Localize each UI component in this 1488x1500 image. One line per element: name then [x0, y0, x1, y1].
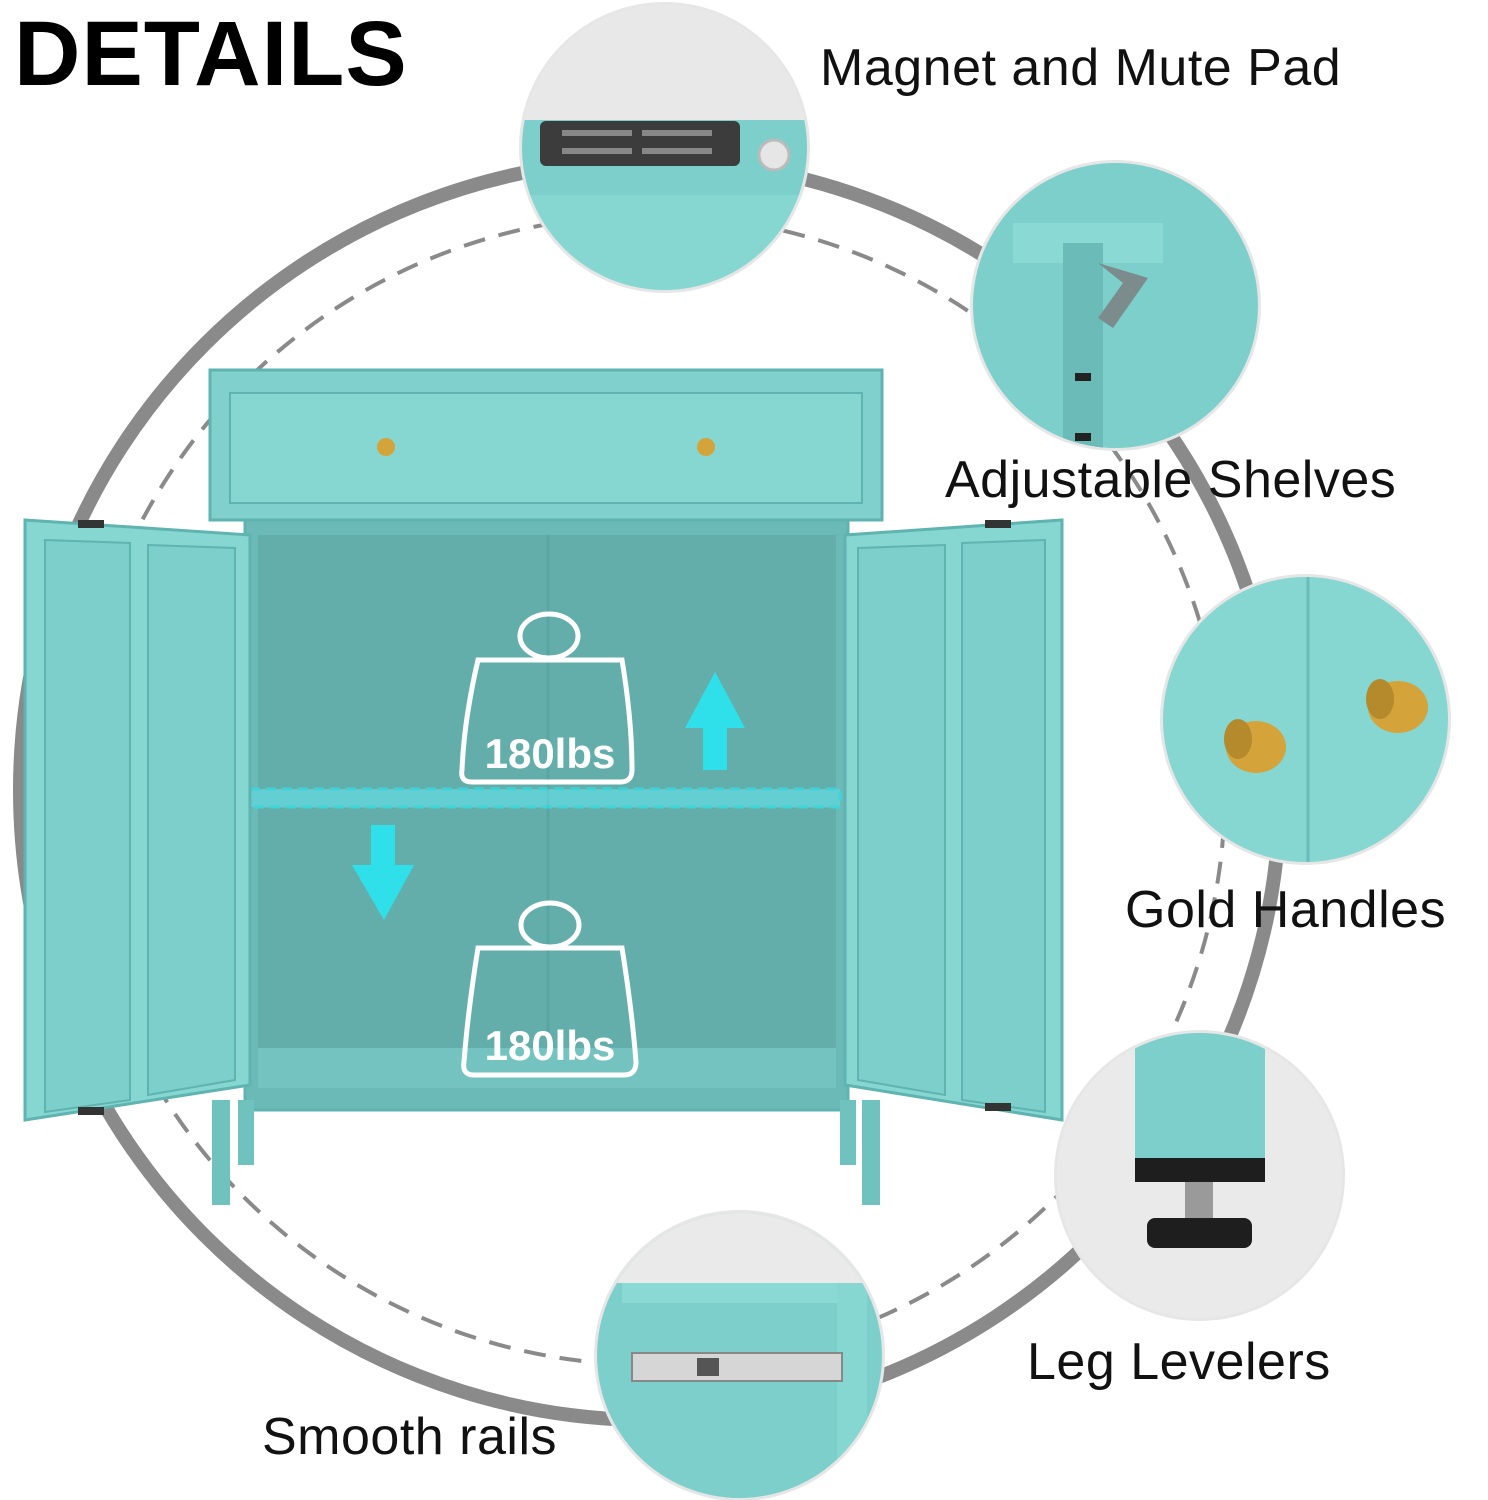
shelf-clip-icon: [973, 163, 1258, 448]
upper-shelf-capacity: 180lbs: [484, 730, 616, 777]
handles-label: Gold Handles: [1125, 881, 1447, 939]
rails-label: Smooth rails: [262, 1408, 557, 1466]
magnet-pad-detail: [522, 5, 807, 290]
magnet-pad-icon: [522, 5, 807, 290]
rails-detail: [597, 1213, 882, 1498]
shelves-detail: [973, 163, 1258, 448]
leg-leveler-icon: [1057, 1033, 1342, 1318]
gold-knob-icon: [1163, 577, 1448, 862]
lower-shelf-capacity: 180lbs: [484, 1022, 616, 1069]
magnet-label: Magnet and Mute Pad: [820, 39, 1342, 97]
levelers-label: Leg Levelers: [1027, 1333, 1331, 1391]
drawer-rail-icon: [597, 1213, 882, 1498]
handles-detail: [1163, 577, 1448, 862]
shelves-label: Adjustable Shelves: [945, 451, 1397, 509]
page-title: DETAILS: [14, 3, 408, 105]
levelers-detail: [1057, 1033, 1342, 1318]
